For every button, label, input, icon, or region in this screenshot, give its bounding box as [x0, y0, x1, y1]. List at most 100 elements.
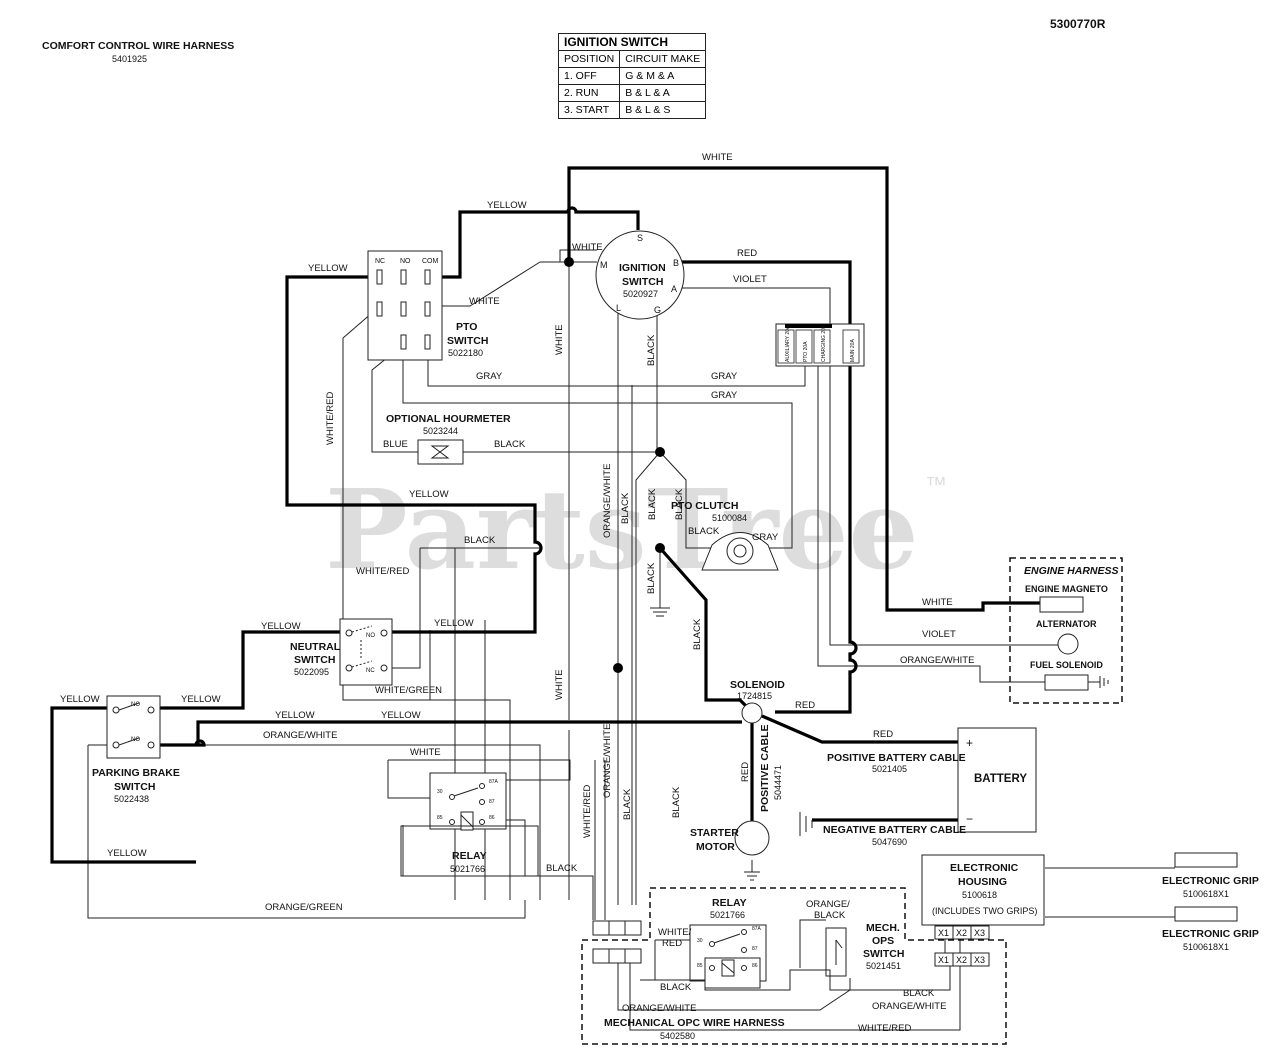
solenoid: SOLENOID 1724815 [730, 679, 785, 724]
wire-label: ORANGE/WHITE [622, 1003, 696, 1014]
positive-cable-vertical-name: POSITIVE CABLE [759, 724, 771, 812]
component-label: 87 [752, 946, 758, 952]
ignition-table-col-circuit: CIRCUIT MAKE [619, 50, 707, 68]
ignition-switch-part: 5020927 [623, 289, 658, 299]
wire-label: YELLOW [487, 200, 527, 211]
wire-label: BLACK [688, 526, 720, 537]
opc-harness: 30 87A 87 85 86 RELAY 5021766 MECH. OPS … [581, 887, 1007, 1045]
wire-label: ORANGE/WHITE [900, 655, 974, 666]
wire-label: RED [740, 762, 751, 782]
wire-label: BLACK [692, 618, 703, 650]
wire-label: VIOLET [733, 274, 767, 285]
harness-part-number: 5401925 [112, 54, 147, 64]
wire-label: BLACK [671, 786, 682, 818]
wire-label: WHITE/ [658, 927, 692, 938]
positive-cable-vertical-part: 5044471 [773, 765, 783, 800]
negative-cable-part: 5047690 [872, 837, 907, 847]
ignition-switch-name1: IGNITION [619, 262, 666, 274]
fuse-auxiliary: AUXILIARY 20A [785, 325, 791, 362]
mech-ops-part: 5021451 [866, 961, 901, 971]
component-label: X3 [974, 955, 985, 965]
wire-label: YELLOW [308, 263, 348, 274]
starter-name1: STARTER [690, 827, 739, 839]
battery: + − BATTERY POSITIVE BATTERY CABLE 50214… [759, 724, 1037, 847]
parking-brake-name1: PARKING BRAKE [92, 767, 180, 779]
junction-dots [564, 257, 665, 673]
pto-switch-name1: PTO [456, 321, 477, 333]
wire-label: WHITE [922, 597, 953, 608]
neutral-switch: NO NC NEUTRAL SWITCH 5022095 [290, 618, 393, 686]
solenoid-name: SOLENOID [730, 679, 785, 691]
battery-plus: + [966, 736, 973, 750]
wire-label: RED [873, 729, 893, 740]
wire-label: BLACK [620, 492, 631, 524]
ign-pin-l: L [616, 303, 621, 313]
component-label: 86 [489, 815, 495, 821]
relay-main: 30 87A 87 85 86 RELAY 5021766 [400, 772, 539, 877]
parking-brake-name2: SWITCH [114, 781, 155, 793]
table-row: 2. RUN B & L & A [557, 84, 707, 102]
wire-label: WHITE [554, 324, 565, 355]
ign-pin-g: G [654, 305, 661, 315]
electronic-housing: ELECTRONIC HOUSING 5100618 (INCLUDES TWO… [921, 854, 1045, 940]
engine-harness: ENGINE HARNESS ENGINE MAGNETO ALTERNATOR… [1009, 557, 1123, 704]
wire-label: ORANGE/GREEN [265, 902, 343, 913]
electronic-grip-2: ELECTRONIC GRIP 5100618X1 [1162, 906, 1259, 952]
wire-label: GRAY [476, 371, 503, 382]
starter-motor: STARTER MOTOR [690, 820, 770, 856]
wire-label: BLACK [814, 910, 846, 921]
pto-clutch-part: 5100084 [712, 513, 747, 523]
watermark: PartsTree ™ [325, 465, 947, 594]
watermark-tm: ™ [925, 472, 947, 497]
wire-label: WHITE/RED [325, 392, 336, 445]
wire-label: WHITE/RED [858, 1023, 911, 1034]
ignition-table-col-position: POSITION [557, 50, 621, 68]
wire-label: YELLOW [409, 489, 449, 500]
solenoid-part: 1724815 [737, 691, 772, 701]
electronic-grip-2-name: ELECTRONIC GRIP [1162, 928, 1259, 940]
component-label: 85 [697, 963, 703, 969]
component-label: X3 [974, 928, 985, 938]
pto-clutch: PTO CLUTCH 5100084 [671, 500, 779, 571]
wire-label: GRAY [711, 371, 738, 382]
relay-opc-name: RELAY [712, 897, 747, 909]
hourmeter-name: OPTIONAL HOURMETER [386, 413, 511, 425]
ign-pin-m: M [600, 260, 608, 270]
component-label: 87A [752, 926, 762, 932]
document-number: 5300770R [1050, 17, 1106, 31]
wire-label: YELLOW [181, 694, 221, 705]
neutral-switch-part: 5022095 [294, 667, 329, 677]
neutral-switch-name1: NEUTRAL [290, 641, 341, 653]
wire-label: YELLOW [275, 710, 315, 721]
watermark-text: PartsTree [325, 465, 919, 594]
wire-label: WHITE [554, 669, 565, 700]
table-row: 1. OFF G & M & A [557, 67, 707, 85]
wire-label: WHITE/GREEN [375, 685, 442, 696]
pto-clutch-name: PTO CLUTCH [671, 500, 738, 512]
component-label: X2 [956, 928, 967, 938]
ign-pin-a: A [671, 284, 677, 294]
ignition-switch-name2: SWITCH [622, 276, 663, 288]
fuse-charging: CHARGING 20A [821, 324, 827, 362]
fuel-solenoid-label: FUEL SOLENOID [1030, 660, 1103, 670]
wire-label: BLACK [646, 334, 657, 366]
neutral-switch-name2: SWITCH [294, 654, 335, 666]
wire-label: BLACK [494, 439, 526, 450]
engine-magneto-label: ENGINE MAGNETO [1025, 584, 1108, 594]
table-row: 3. START B & L & S [557, 101, 707, 119]
wire-label: YELLOW [60, 694, 100, 705]
component-label: 86 [752, 963, 758, 969]
relay-main-part: 5021766 [450, 864, 485, 874]
electronic-housing-note: (INCLUDES TWO GRIPS) [932, 906, 1037, 916]
component-label: X2 [956, 955, 967, 965]
mech-ops-name2: OPS [872, 935, 894, 947]
alternator-label: ALTERNATOR [1036, 619, 1097, 629]
component-label: NC [375, 258, 385, 265]
ign-pin-b: B [673, 258, 679, 268]
component-label: X1 [938, 928, 949, 938]
component-label: X1 [938, 955, 949, 965]
relay-opc-part: 5021766 [710, 910, 745, 920]
component-label: NO [366, 633, 375, 639]
wire-label: BLACK [464, 535, 496, 546]
wire-label: WHITE [410, 747, 441, 758]
